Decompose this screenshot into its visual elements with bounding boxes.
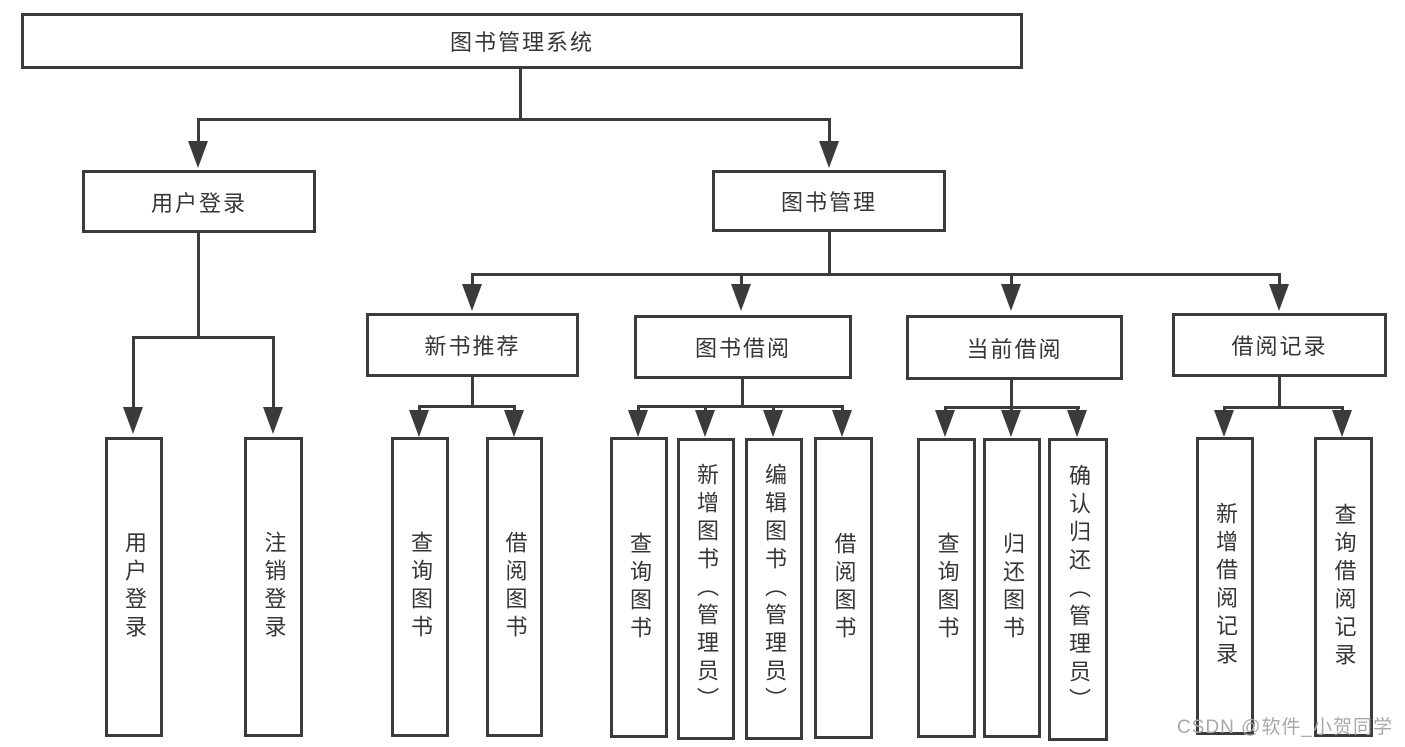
arrow-down-icon [263,407,283,434]
leaf-borrow-books-borrowing-label: 借阅图书 [831,532,857,644]
csdn-watermark: CSDN @软件_小贺同学 [1177,717,1393,738]
node-book-management-label: 图书管理 [780,190,877,215]
node-current-borrowing: 当前借阅 [906,315,1123,380]
connector-line [471,377,474,405]
arrow-down-icon [1067,410,1087,437]
connector-line [741,379,744,405]
connector-line [944,406,1080,409]
leaf-return-book-label: 归还图书 [1000,532,1025,644]
connector-line [197,121,200,143]
leaf-confirm-return-admin: 确认归还（管理员） [1048,438,1108,741]
leaf-add-book-admin: 新增图书（管理员） [677,438,735,740]
connector-line [637,405,844,408]
node-user-login-label: 用户登录 [150,190,247,216]
arrow-down-icon [188,141,208,168]
connector-line [828,232,831,276]
node-borrow-records-label: 借阅记录 [1231,334,1328,359]
connector-line [740,276,743,286]
leaf-query-books-borrowing: 查询图书 [610,437,668,738]
leaf-borrow-books-recommend-label: 借阅图书 [502,531,528,643]
connector-line [132,339,135,409]
leaf-edit-book-admin: 编辑图书（管理员） [745,438,803,740]
node-borrow-records: 借阅记录 [1172,313,1387,377]
arrow-down-icon [409,410,429,437]
arrow-down-icon [731,284,751,311]
node-new-book-recommend-label: 新书推荐 [424,334,521,359]
leaf-query-borrow-record: 查询借阅记录 [1314,437,1373,737]
leaf-borrow-books-borrowing: 借阅图书 [814,437,873,739]
leaf-logout-label: 注销登录 [261,531,287,643]
leaf-query-books-borrowing-label: 查询图书 [627,531,652,644]
leaf-user-login-label: 用户登录 [122,531,147,643]
leaf-query-books-current-label: 查询图书 [934,532,960,644]
connector-line [1010,276,1013,286]
connector-line [471,273,1281,276]
connector-line [272,339,275,409]
node-root: 图书管理系统 [21,13,1023,69]
node-book-management: 图书管理 [712,170,946,232]
leaf-confirm-return-admin-label: 确认归还（管理员） [1066,463,1091,716]
arrow-down-icon [763,410,783,437]
connector-line [1010,380,1013,407]
arrow-down-icon [819,141,839,168]
connector-line [519,69,522,120]
connector-line [132,336,275,339]
node-new-book-recommend: 新书推荐 [366,313,579,377]
leaf-query-books-recommend-label: 查询图书 [408,531,433,643]
arrow-down-icon [1001,284,1021,311]
connector-line [418,405,516,408]
arrow-down-icon [832,410,852,437]
leaf-borrow-books-recommend: 借阅图书 [486,437,543,737]
leaf-user-login: 用户登录 [105,437,163,737]
connector-line [1278,377,1281,407]
leaf-add-borrow-record: 新增借阅记录 [1196,437,1254,735]
arrow-down-icon [1269,284,1289,311]
leaf-query-books-recommend: 查询图书 [391,437,449,737]
arrow-down-icon [1332,410,1352,437]
arrow-down-icon [1214,410,1234,437]
connector-line [197,233,200,339]
arrow-down-icon [1001,410,1021,437]
leaf-edit-book-admin-label: 编辑图书（管理员） [762,463,787,715]
node-current-borrowing-label: 当前借阅 [966,336,1063,362]
node-book-borrowing-label: 图书借阅 [694,336,791,361]
leaf-add-borrow-record-label: 新增借阅记录 [1213,502,1238,670]
arrow-down-icon [504,410,524,437]
connector-line [1223,406,1344,409]
leaf-query-books-current: 查询图书 [917,438,976,738]
connector-line [1278,276,1281,286]
connector-line [471,276,474,286]
node-root-label: 图书管理系统 [449,30,594,55]
arrow-down-icon [123,407,143,434]
connector-line [828,121,831,143]
node-book-borrowing: 图书借阅 [634,315,852,379]
arrow-down-icon [935,410,955,437]
arrow-down-icon [462,284,482,311]
arrow-down-icon [628,410,648,437]
connector-line [197,118,831,121]
leaf-return-book: 归还图书 [983,438,1041,738]
leaf-add-book-admin-label: 新增图书（管理员） [694,463,719,715]
leaf-logout: 注销登录 [244,437,303,737]
arrow-down-icon [695,410,715,437]
node-user-login: 用户登录 [82,170,316,233]
leaf-query-borrow-record-label: 查询借阅记录 [1331,503,1357,671]
